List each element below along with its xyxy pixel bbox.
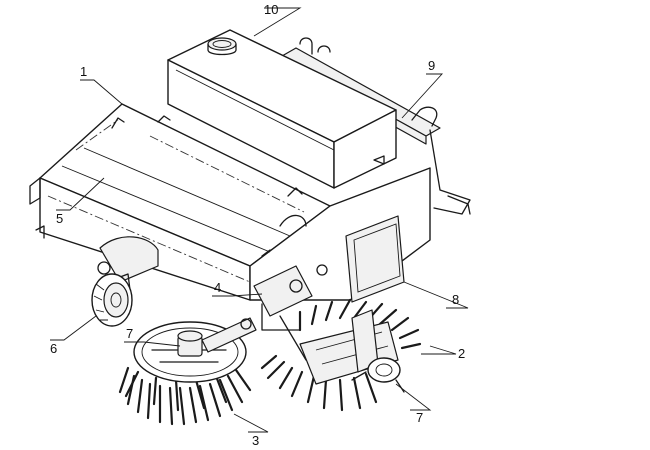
callout-4: 4	[214, 280, 221, 295]
callout-10: 10	[264, 2, 278, 17]
callout-8: 8	[452, 292, 459, 307]
callout-leaders	[50, 7, 469, 433]
caster-wheel	[91, 236, 159, 327]
callout-3: 3	[252, 433, 259, 448]
callout-labels: 1 2 3 4 5 6 7 7 8 9 10	[50, 2, 465, 448]
callout-7-right: 7	[416, 410, 423, 425]
callout-2: 2	[458, 346, 465, 361]
side-brush-right	[260, 298, 422, 412]
callout-5: 5	[56, 211, 63, 226]
side-brush-left	[118, 317, 257, 426]
drive-housing	[253, 215, 405, 361]
callout-6: 6	[50, 341, 57, 356]
water-tank	[167, 29, 397, 189]
callout-1: 1	[80, 64, 87, 79]
callout-9: 9	[428, 58, 435, 73]
callout-7-left: 7	[126, 326, 133, 341]
